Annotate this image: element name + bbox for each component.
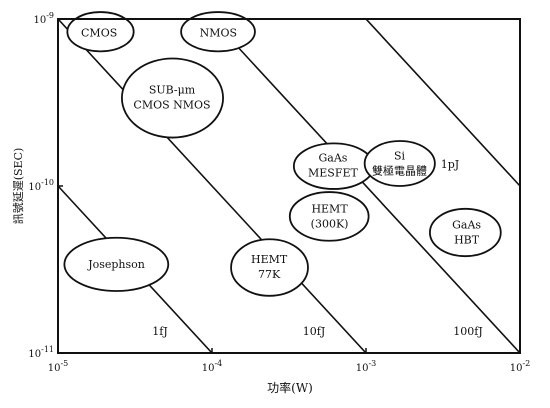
region-ellipse — [66, 11, 135, 53]
x-tick-label: 10-4 — [202, 359, 223, 374]
region-ellipse — [230, 238, 309, 297]
region-ellipse — [363, 140, 436, 187]
x-tick-exponent: -2 — [522, 359, 530, 368]
x-axis-label: 功率(W) — [267, 380, 313, 395]
y-tick-label: 10-10 — [28, 178, 54, 193]
region-label: SUB-μm — [149, 84, 196, 97]
x-tick-exponent: -5 — [60, 359, 68, 368]
region-ellipse — [429, 207, 502, 258]
x-tick-label: 10-2 — [510, 359, 531, 374]
y-tick-exponent: -9 — [46, 11, 54, 20]
energy-line-label: 1pJ — [441, 158, 459, 171]
x-tick-base: 10 — [202, 363, 215, 374]
region-label: (300K) — [311, 218, 349, 231]
energy-line-label: 1fJ — [152, 325, 167, 338]
x-tick-base: 10 — [356, 363, 369, 374]
y-tick-exponent: -10 — [41, 178, 54, 187]
energy-line-group — [58, 19, 520, 353]
region-label: HBT — [454, 234, 480, 247]
y-tick-label: 10-11 — [28, 345, 54, 360]
region-ellipse — [288, 191, 370, 242]
x-tick-base: 10 — [510, 363, 523, 374]
y-tick-base: 10 — [28, 349, 41, 360]
x-tick-exponent: -3 — [368, 359, 376, 368]
region-label: HEMT — [251, 253, 288, 266]
x-tick-base: 10 — [48, 363, 61, 374]
y-tick-base: 10 — [28, 182, 41, 193]
region-ellipse — [63, 236, 170, 292]
region-label: GaAs — [318, 151, 347, 164]
x-tick-label: 10-5 — [48, 359, 69, 374]
region-label: HEMT — [311, 203, 348, 216]
y-tick-base: 10 — [33, 15, 46, 26]
energy-label-group: 1fJ 10fJ 100fJ 1pJ — [152, 158, 482, 338]
region-label: Josephson — [87, 258, 145, 271]
region-label: GaAs — [452, 219, 481, 232]
region-ellipse — [121, 57, 224, 139]
region-ellipse — [180, 11, 256, 53]
y-tick-label: 10-9 — [33, 11, 54, 26]
energy-line-label: 10fJ — [303, 325, 325, 338]
region-label: Si — [394, 150, 406, 163]
region-label: NMOS — [200, 27, 237, 40]
y-axis-label: 訊號延遲(SEC) — [11, 148, 25, 225]
y-tick-exponent: -11 — [41, 345, 54, 354]
region-label: 雙極電晶體 — [372, 164, 427, 178]
region-label: 77K — [258, 268, 281, 281]
region-label: MESFET — [308, 166, 358, 179]
energy-line-label: 100fJ — [453, 325, 482, 338]
energy-line — [58, 19, 367, 353]
x-tick-label: 10-3 — [356, 359, 377, 374]
region-label: CMOS NMOS — [133, 99, 210, 112]
plot-frame — [57, 18, 521, 354]
energy-line — [365, 19, 520, 187]
energy-line — [211, 19, 520, 353]
x-tick-exponent: -4 — [214, 359, 222, 368]
region-label: CMOS — [81, 27, 117, 40]
